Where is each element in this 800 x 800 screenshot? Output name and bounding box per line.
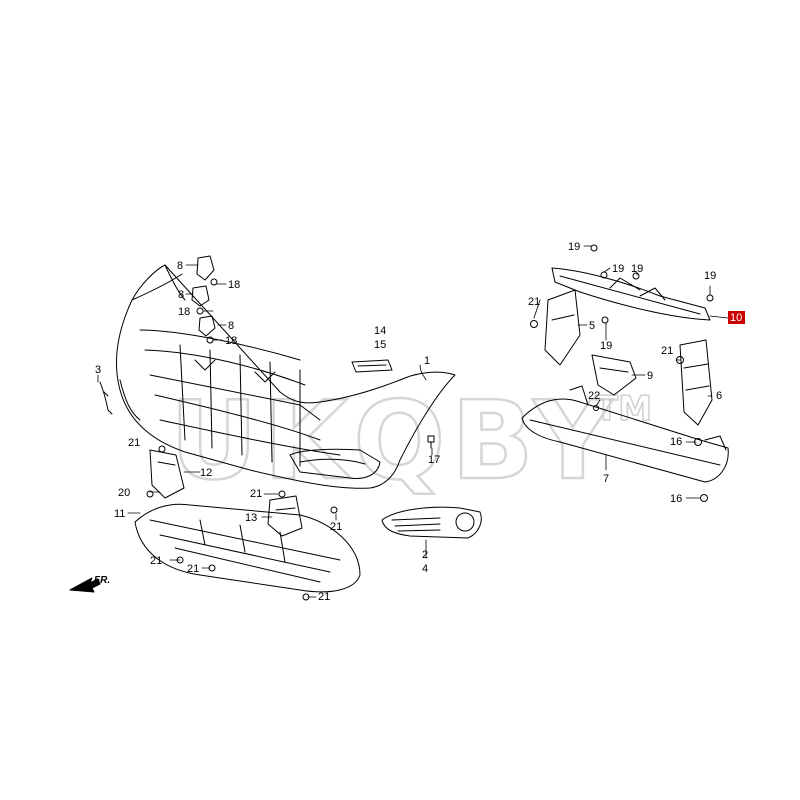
callout-5: 5	[589, 320, 595, 332]
callout-6: 6	[716, 390, 722, 402]
fr-label: FR.	[94, 575, 110, 586]
callout-19d: 19	[704, 270, 716, 282]
bumper-cover	[115, 264, 456, 489]
callout-21e: 21	[187, 563, 199, 575]
callout-19b: 19	[612, 263, 624, 275]
part-2-fog-bezel	[381, 506, 482, 539]
leader-lines	[97, 245, 729, 598]
callout-18a: 18	[228, 279, 240, 291]
callout-7: 7	[603, 473, 609, 485]
part-3-molding	[99, 381, 113, 415]
callout-10-highlight	[728, 311, 745, 324]
callout-8c: 8	[228, 320, 234, 332]
part-12-bracket	[149, 449, 185, 499]
watermark-text: UKQBY	[170, 379, 618, 504]
part-14-emblem	[351, 359, 393, 373]
callout-21a: 21	[128, 437, 140, 449]
callout-18b: 18	[178, 306, 190, 318]
part-5-bracket	[544, 289, 581, 366]
callout-8b: 8	[178, 289, 184, 301]
part-10-upper-beam	[551, 267, 711, 321]
part-7-lower-beam	[521, 385, 729, 483]
callout-22: 22	[588, 390, 600, 402]
callout-11: 11	[114, 508, 125, 520]
callout-numbers: 1 2 4 3 14 15 17 8 8 8 18 18 18 21 12 20…	[95, 241, 745, 603]
callout-13: 13	[245, 512, 257, 524]
callout-21g: 21	[528, 296, 540, 308]
callout-21d: 21	[150, 555, 162, 567]
callout-21b: 21	[250, 488, 262, 500]
callout-20: 20	[118, 487, 130, 499]
callout-16b: 16	[670, 493, 682, 505]
callout-1: 1	[424, 355, 430, 367]
callout-19e: 19	[600, 340, 612, 352]
part-11-undercover	[134, 503, 361, 593]
part-8-brackets	[191, 255, 218, 344]
callout-18c: 18	[225, 335, 237, 347]
callout-10: 10	[730, 312, 742, 324]
callout-8a: 8	[177, 260, 183, 272]
callout-2: 2	[422, 549, 428, 561]
callout-9: 9	[647, 370, 653, 382]
fr-direction-arrow	[69, 577, 101, 593]
callout-17: 17	[428, 454, 440, 466]
part-13-bracket	[267, 495, 303, 537]
watermark-tm: TM	[595, 389, 652, 429]
callout-4: 4	[422, 563, 428, 575]
callout-19a: 19	[568, 241, 580, 253]
callout-21c: 21	[330, 521, 342, 533]
callout-15: 15	[374, 339, 386, 351]
callout-16a: 16	[670, 436, 682, 448]
part-9-center-stay	[591, 354, 637, 396]
callout-12: 12	[200, 467, 212, 479]
callout-14: 14	[374, 325, 386, 337]
callout-3: 3	[95, 364, 101, 376]
callout-19c: 19	[631, 263, 643, 275]
part-6-bracket	[679, 339, 713, 426]
part-17-clip	[427, 435, 435, 449]
callout-21h: 21	[661, 345, 673, 357]
callout-21f: 21	[318, 591, 330, 603]
